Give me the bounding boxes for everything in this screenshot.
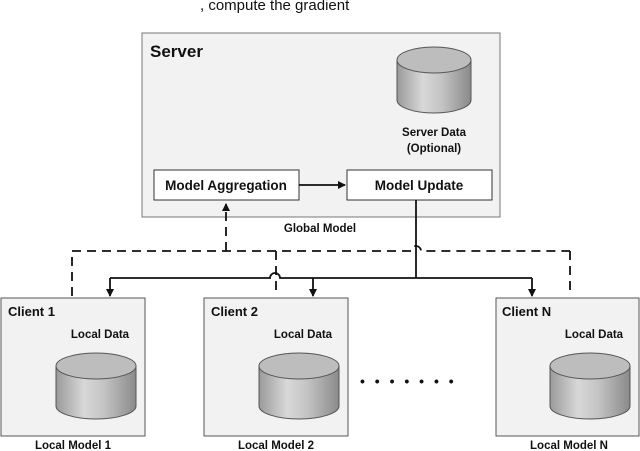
clients-ellipsis: • • • • • • •: [360, 373, 457, 389]
client-n-data-cylinder-icon: [549, 352, 631, 420]
client-n-model-label: Local Model N: [530, 440, 608, 451]
model-aggregation-label: Model Aggregation: [165, 178, 287, 193]
client-2-model-label: Local Model 2: [238, 440, 314, 451]
global-model-label: Global Model: [284, 223, 356, 235]
server-data-note: (Optional): [407, 143, 461, 155]
client-1-data-label: Local Data: [71, 329, 130, 341]
server-title: Server: [150, 42, 203, 61]
client-1-model-label: Local Model 1: [35, 440, 112, 451]
client-n-data-label: Local Data: [565, 329, 624, 341]
client-2-data-cylinder-icon: [258, 352, 340, 420]
server-data-cylinder-icon: [396, 46, 472, 114]
header-fragment: , compute the gradient: [200, 0, 350, 14]
client-n-title: Client N: [502, 304, 551, 319]
model-update-box: [346, 169, 493, 201]
client-1-data-cylinder-icon: [55, 352, 137, 420]
server-data-label: Server Data: [402, 127, 467, 139]
client-1-title: Client 1: [8, 304, 55, 319]
global-model-distribution-lines: [106, 200, 536, 297]
model-update-label: Model Update: [375, 178, 464, 193]
client-2-data-label: Local Data: [274, 329, 333, 341]
local-model-upload-lines: [71, 203, 571, 296]
client-2-title: Client 2: [211, 304, 258, 319]
model-aggregation-box: [153, 169, 300, 201]
